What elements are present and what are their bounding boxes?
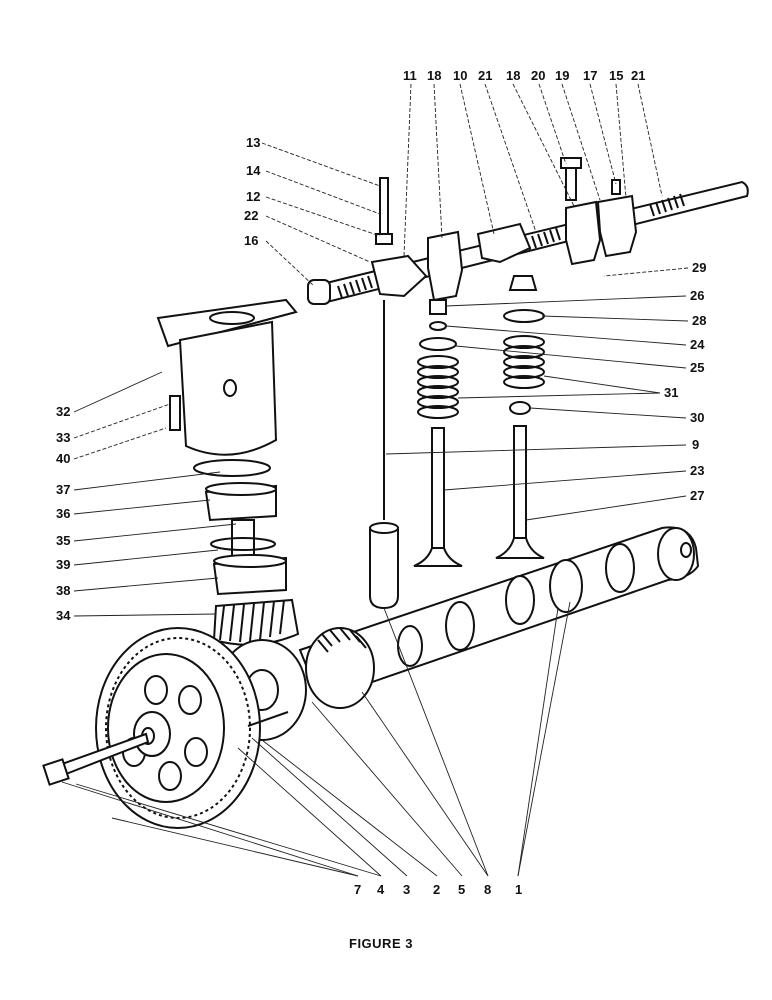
drive-housing-assembly [156,298,300,646]
label-2: 2 [433,882,440,897]
label-22: 22 [244,208,258,223]
part-labels: 11 18 10 21 18 20 19 17 15 21 13 14 12 2… [56,68,706,897]
label-5: 5 [458,882,465,897]
label-37: 37 [56,482,70,497]
label-30: 30 [690,410,704,425]
label-33: 33 [56,430,70,445]
timing-gear-assembly [42,627,307,829]
label-32: 32 [56,404,70,419]
label-38: 38 [56,583,70,598]
label-39: 39 [56,557,70,572]
label-11: 11 [403,68,417,83]
label-16: 16 [244,233,258,248]
push-rod-and-tappet [369,300,399,610]
label-17: 17 [583,68,597,83]
label-13: 13 [246,135,260,150]
label-25: 25 [690,360,704,375]
label-34: 34 [56,608,71,623]
label-31: 31 [664,385,678,400]
leader-lines [61,83,689,877]
label-15: 15 [609,68,623,83]
label-28: 28 [692,313,706,328]
label-10: 10 [453,68,467,83]
label-4: 4 [377,882,385,897]
label-20: 20 [531,68,545,83]
label-27: 27 [690,488,704,503]
label-21: 21 [631,68,645,83]
label-9: 9 [692,437,699,452]
camshaft [298,526,700,709]
label-36: 36 [56,506,70,521]
label-3: 3 [403,882,410,897]
label-14: 14 [246,163,261,178]
label-1: 1 [515,882,522,897]
label-35: 35 [56,533,70,548]
valve-assembly-left [413,299,463,567]
label-21: 21 [478,68,492,83]
valve-assembly-right [495,275,545,559]
label-18: 18 [506,68,520,83]
label-29: 29 [692,260,706,275]
label-24: 24 [690,337,705,352]
label-12: 12 [246,189,260,204]
label-18: 18 [427,68,441,83]
label-26: 26 [690,288,704,303]
label-7: 7 [354,882,361,897]
rocker-shaft-assembly [307,157,749,305]
figure-caption: FIGURE 3 [349,936,413,951]
label-40: 40 [56,451,70,466]
label-8: 8 [484,882,491,897]
label-23: 23 [690,463,704,478]
label-19: 19 [555,68,569,83]
